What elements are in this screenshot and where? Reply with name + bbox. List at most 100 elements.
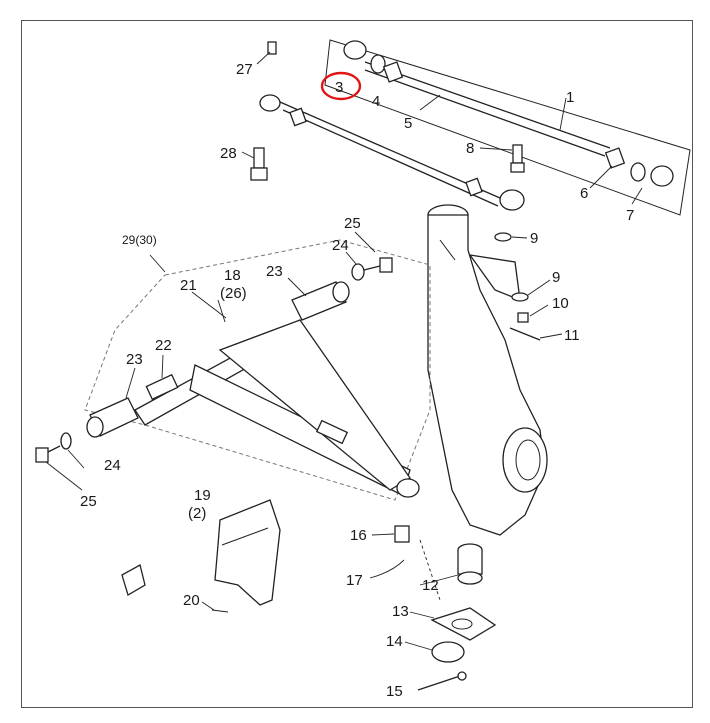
callout-25a: 25 bbox=[80, 493, 97, 510]
plate-13-hole bbox=[451, 618, 473, 630]
nut-6 bbox=[604, 147, 626, 169]
sleeve-22 bbox=[145, 373, 179, 401]
washer-9b bbox=[511, 292, 529, 302]
callout-11: 11 bbox=[564, 327, 580, 344]
lower-a-arm bbox=[134, 319, 420, 498]
bushing-23-left bbox=[86, 397, 139, 438]
ball-joint-12-body bbox=[457, 550, 483, 575]
knuckle-hub-inner bbox=[515, 439, 541, 481]
ball-joint-stack bbox=[417, 543, 497, 691]
tie-rod-group-outline bbox=[324, 39, 691, 216]
highlight-callout-3 bbox=[320, 71, 362, 101]
callout-18: 18 bbox=[224, 267, 241, 284]
bolt-15-head bbox=[457, 671, 467, 681]
callout-9a: 9 bbox=[530, 230, 538, 247]
tie-rod-lower-assembly bbox=[259, 94, 525, 211]
tie-rod-end-right bbox=[650, 165, 674, 187]
nut-16 bbox=[394, 525, 410, 543]
washer-24-right bbox=[351, 263, 365, 281]
callout-5: 5 bbox=[404, 115, 412, 132]
bolt-8-shank bbox=[512, 144, 523, 164]
callout-27: 27 bbox=[236, 61, 253, 78]
lower-tie-rod-nut-left bbox=[289, 107, 307, 127]
ball-joint-12-base bbox=[457, 571, 483, 585]
callout-20: 20 bbox=[183, 592, 200, 609]
bushing-23-left-end bbox=[86, 416, 104, 438]
lower-tie-rod-bar-edge bbox=[282, 109, 499, 207]
clip-part bbox=[121, 564, 146, 596]
callout-23b: 23 bbox=[266, 263, 283, 280]
callout-13: 13 bbox=[392, 603, 409, 620]
callout-21: 21 bbox=[180, 277, 197, 294]
washer-24-left bbox=[60, 432, 72, 450]
bolt-28 bbox=[250, 147, 268, 181]
washer-9a bbox=[494, 232, 512, 242]
cotter-pin-11 bbox=[509, 327, 541, 341]
bolt-25-right-shank bbox=[363, 265, 381, 271]
callout-24a: 24 bbox=[104, 457, 121, 474]
callout-4: 4 bbox=[372, 93, 380, 110]
callout-14: 14 bbox=[386, 633, 403, 650]
sleeve-22-body bbox=[145, 373, 179, 401]
callout-8: 8 bbox=[466, 140, 474, 157]
callout-3: 3 bbox=[335, 79, 343, 96]
callout-17: 17 bbox=[346, 572, 363, 589]
lower-tie-rod-end-right bbox=[499, 189, 525, 211]
lower-tie-rod-bar bbox=[279, 101, 501, 199]
plate-13 bbox=[430, 607, 497, 641]
lower-tie-rod-end-left bbox=[259, 94, 281, 112]
boot-14 bbox=[431, 641, 465, 663]
callout-1: 1 bbox=[566, 89, 574, 106]
bolt-25-right bbox=[351, 257, 393, 281]
steering-knuckle bbox=[427, 204, 548, 536]
bolt-28-shank bbox=[253, 147, 265, 169]
callout-22: 22 bbox=[155, 337, 172, 354]
callout-15: 15 bbox=[386, 683, 403, 700]
a-arm-bracket bbox=[315, 419, 349, 445]
callout-28: 28 bbox=[220, 145, 237, 162]
callout-19: 19 bbox=[194, 487, 211, 504]
dust-cover-19 bbox=[214, 499, 281, 606]
bolt-25-right-head bbox=[379, 257, 393, 273]
callout-23a: 23 bbox=[126, 351, 143, 368]
diagram-frame bbox=[21, 20, 693, 708]
bolt-27-head bbox=[267, 41, 277, 55]
bolt-25-left-head bbox=[35, 447, 49, 463]
tie-rod-upper-assembly bbox=[324, 39, 691, 216]
tie-rod-bar-lower-edge bbox=[364, 69, 606, 157]
callout-18-alt: (26) bbox=[220, 285, 247, 302]
dust-cover-19-fold bbox=[221, 527, 269, 546]
callout-7: 7 bbox=[626, 207, 634, 224]
a-arm-ball-joint-end bbox=[396, 478, 420, 498]
a-arm-web bbox=[218, 319, 411, 491]
bushing-23-right-end bbox=[332, 281, 350, 303]
nut-4 bbox=[382, 61, 404, 83]
callout-25b: 25 bbox=[344, 215, 361, 232]
bolt-8 bbox=[510, 144, 525, 173]
callout-19-alt: (2) bbox=[188, 505, 206, 522]
bolt-28-head bbox=[250, 167, 268, 181]
lower-tie-rod-nut-right bbox=[465, 177, 483, 197]
callout-12: 12 bbox=[422, 577, 439, 594]
bolt-15 bbox=[417, 675, 461, 691]
bushing-23-right bbox=[291, 281, 350, 321]
callout-10: 10 bbox=[552, 295, 569, 312]
a-arm-group-outline bbox=[84, 239, 431, 501]
spring-20 bbox=[211, 609, 229, 613]
callout-labels: 1 3 4 5 6 7 8 9 9 10 11 12 13 14 15 16 1… bbox=[80, 61, 634, 700]
bolt-25-left bbox=[35, 432, 72, 463]
nut-10 bbox=[517, 312, 529, 323]
tie-rod-end-left-ball bbox=[370, 54, 386, 74]
knuckle-hub-bore bbox=[502, 427, 548, 493]
callout-16: 16 bbox=[350, 527, 367, 544]
callout-24b: 24 bbox=[332, 237, 349, 254]
bolt-8-head bbox=[510, 162, 525, 173]
callout-29: 29(30) bbox=[122, 233, 157, 247]
callout-9b: 9 bbox=[552, 269, 560, 286]
leader-lines bbox=[45, 51, 643, 651]
callout-6: 6 bbox=[580, 185, 588, 202]
knuckle-detail-line bbox=[439, 239, 456, 261]
bolt-27 bbox=[267, 41, 277, 55]
tie-rod-end-left bbox=[343, 40, 367, 60]
